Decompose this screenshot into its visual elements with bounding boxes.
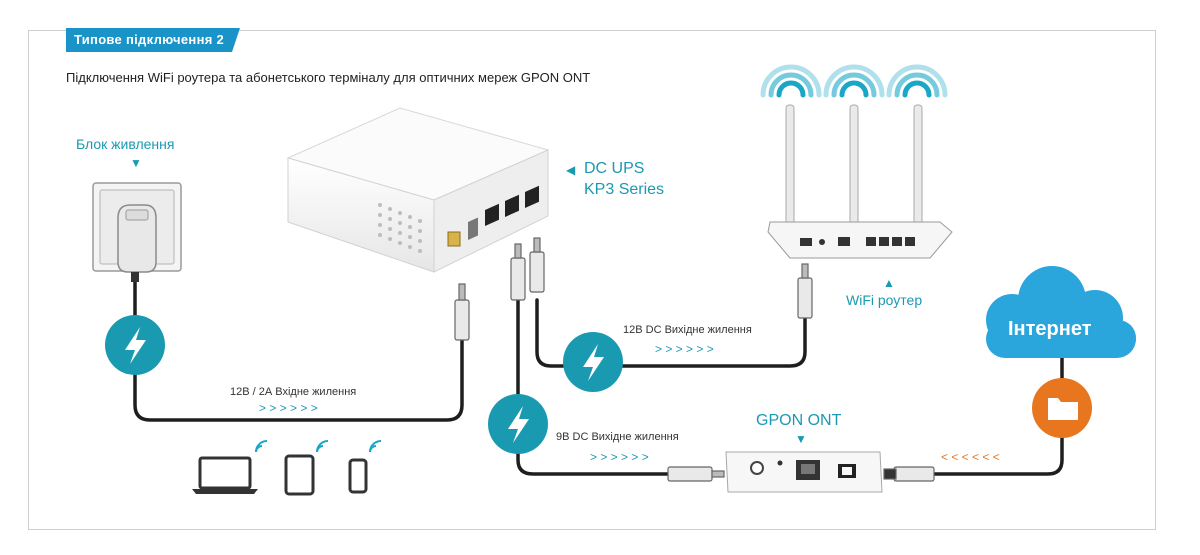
triangle-left-icon: ◀ (566, 163, 576, 177)
dc-ups-device (286, 107, 550, 273)
internet-label: Інтернет (1008, 318, 1092, 340)
triangle-down-icon: ▼ (795, 432, 807, 446)
input-chevrons: > > > > > > (259, 401, 318, 415)
folder-icon (1032, 378, 1092, 438)
gpon-device (725, 451, 883, 493)
out9-chevrons: > > > > > > (590, 450, 649, 464)
out12-chevrons: > > > > > > (655, 342, 714, 356)
phone-icon (348, 458, 368, 494)
input-cable-label: 12В / 2А Вхідне жилення (230, 386, 357, 398)
power-outlet-icon (92, 182, 182, 282)
out9-cable-label: 9В DC Вихідне жилення (556, 431, 679, 443)
input-cable (133, 278, 464, 422)
internet-chevrons: < < < < < < (941, 450, 1000, 464)
lightning-icon (563, 332, 623, 392)
tablet-icon (284, 454, 315, 496)
ups-label-line2: KP3 Series (584, 181, 665, 198)
out12-cable (535, 298, 807, 368)
out9-cable (516, 298, 672, 476)
gpon-label: GPON ONT (756, 412, 842, 429)
wifi-router (767, 104, 953, 259)
diagram-frame (28, 30, 1156, 530)
lightning-icon (105, 315, 165, 375)
wifi-icon (255, 440, 382, 453)
triangle-up-icon: ▲ (883, 276, 895, 290)
lightning-icon (488, 394, 548, 454)
diagram-tag: Типове підключення 2 (66, 28, 241, 52)
wifi-icon (760, 64, 948, 98)
internet-cable (933, 356, 1064, 476)
power-supply-label: Блок живлення (76, 136, 175, 152)
out12-cable-label: 12В DC Вихідне жилення (623, 324, 752, 336)
router-label: WiFi роутер (846, 292, 923, 308)
triangle-down-icon: ▼ (130, 156, 142, 170)
plugs (454, 237, 935, 482)
cables (133, 278, 1064, 476)
laptop-icon (192, 456, 258, 494)
ups-label-line1: DC UPS (584, 160, 645, 177)
diagram-subtitle: Підключення WiFi роутера та абонетського… (66, 70, 591, 85)
cloud-icon (986, 266, 1136, 358)
